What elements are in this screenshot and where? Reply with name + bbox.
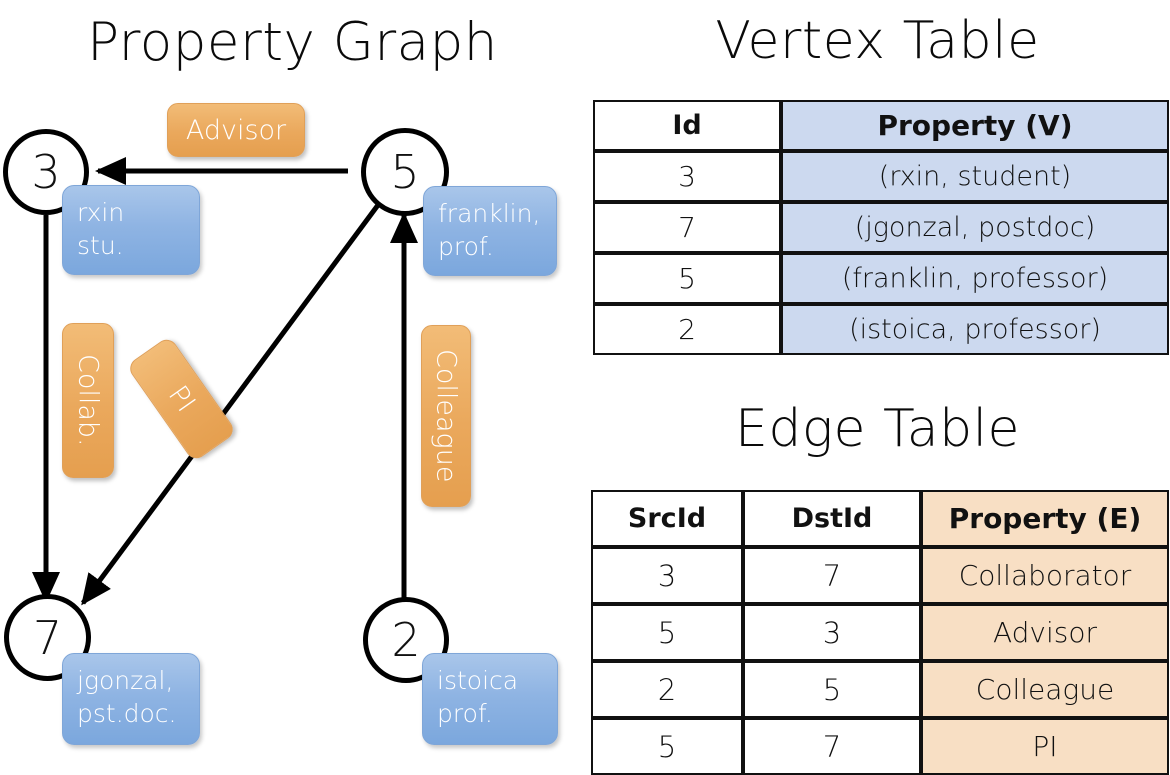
edge-table-header-srcid: SrcId bbox=[591, 490, 743, 547]
edge-label-pi-text: PI bbox=[161, 380, 202, 418]
graph-node-5-label: 5 bbox=[390, 145, 420, 199]
edge-table-header-dstid: DstId bbox=[743, 490, 921, 547]
vertex-table-header-row: Id Property (V) bbox=[593, 100, 1169, 151]
edge-row-3-dst: 7 bbox=[743, 718, 921, 775]
graph-node-2-property-line2: prof. bbox=[437, 699, 493, 728]
edge-label-collab: Collab. bbox=[62, 323, 114, 478]
edge-row-0-dst: 7 bbox=[743, 547, 921, 604]
vertex-row-0-id: 3 bbox=[593, 151, 781, 202]
table-row[interactable]: 7 (jgonzal, postdoc) bbox=[593, 202, 1169, 253]
graph-node-7-property-bubble: jgonzal, pst.doc. bbox=[62, 653, 200, 745]
property-graph-diagram: 3 rxin stu. 5 franklin, prof. 7 jgonzal,… bbox=[0, 75, 585, 760]
vertex-table-header-property: Property (V) bbox=[781, 100, 1169, 151]
graph-node-3-label: 3 bbox=[31, 145, 61, 199]
edge-row-3-property: PI bbox=[921, 718, 1169, 775]
graph-node-3-property-line2: stu. bbox=[77, 231, 124, 260]
edge-row-3-src: 5 bbox=[591, 718, 743, 775]
vertex-table-header-id: Id bbox=[593, 100, 781, 151]
table-row[interactable]: 3 (rxin, student) bbox=[593, 151, 1169, 202]
table-row[interactable]: 2 5 Colleague bbox=[591, 661, 1169, 718]
edge-row-1-property: Advisor bbox=[921, 604, 1169, 661]
page-title-vertex-table: Vertex Table bbox=[715, 11, 1040, 71]
edge-5-to-7-pi bbox=[80, 203, 381, 606]
vertex-row-3-id: 2 bbox=[593, 304, 781, 355]
graph-node-3-property-bubble: rxin stu. bbox=[62, 185, 200, 275]
table-row[interactable]: 5 3 Advisor bbox=[591, 604, 1169, 661]
vertex-row-2-property: (franklin, professor) bbox=[781, 253, 1169, 304]
table-row[interactable]: 5 (franklin, professor) bbox=[593, 253, 1169, 304]
edge-row-2-dst: 5 bbox=[743, 661, 921, 718]
edge-label-collab-text: Collab. bbox=[72, 354, 104, 447]
edge-table-header-row: SrcId DstId Property (E) bbox=[591, 490, 1169, 547]
graph-node-5-property-bubble: franklin, prof. bbox=[423, 186, 557, 276]
table-row[interactable]: 3 7 Collaborator bbox=[591, 547, 1169, 604]
vertex-table: Id Property (V) 3 (rxin, student) 7 (jgo… bbox=[593, 100, 1169, 355]
graph-node-3-property-line1: rxin bbox=[77, 198, 125, 227]
edge-row-0-property: Collaborator bbox=[921, 547, 1169, 604]
page-title-edge-table: Edge Table bbox=[734, 399, 1021, 459]
vertex-row-2-id: 5 bbox=[593, 253, 781, 304]
graph-node-5-property-line2: prof. bbox=[438, 232, 494, 261]
graph-edges-svg bbox=[31, 156, 419, 606]
vertex-row-3-property: (istoica, professor) bbox=[781, 304, 1169, 355]
graph-node-2-label: 2 bbox=[391, 613, 421, 667]
edge-row-2-src: 2 bbox=[591, 661, 743, 718]
graph-node-2-property-bubble: istoica prof. bbox=[422, 653, 558, 745]
edge-row-2-property: Colleague bbox=[921, 661, 1169, 718]
vertex-row-1-property: (jgonzal, postdoc) bbox=[781, 202, 1169, 253]
edge-label-advisor: Advisor bbox=[167, 103, 305, 157]
edge-row-1-src: 5 bbox=[591, 604, 743, 661]
edge-row-1-dst: 3 bbox=[743, 604, 921, 661]
edge-label-advisor-text: Advisor bbox=[185, 114, 287, 146]
edge-table-header-property: Property (E) bbox=[921, 490, 1169, 547]
vertex-row-1-id: 7 bbox=[593, 202, 781, 253]
edge-label-colleague-text: Colleague bbox=[430, 349, 462, 483]
edge-table: SrcId DstId Property (E) 3 7 Collaborato… bbox=[591, 490, 1169, 775]
graph-node-7-property-line1: jgonzal, bbox=[77, 666, 174, 695]
vertex-row-0-property: (rxin, student) bbox=[781, 151, 1169, 202]
graph-node-2-property-line1: istoica bbox=[437, 666, 519, 695]
edge-label-colleague: Colleague bbox=[421, 325, 471, 507]
table-row[interactable]: 2 (istoica, professor) bbox=[593, 304, 1169, 355]
page-title-property-graph: Property Graph bbox=[87, 12, 498, 73]
graph-node-7-label: 7 bbox=[32, 610, 63, 665]
edge-row-0-src: 3 bbox=[591, 547, 743, 604]
graph-node-5[interactable]: 5 bbox=[361, 128, 449, 216]
table-row[interactable]: 5 7 PI bbox=[591, 718, 1169, 775]
graph-node-7-property-line2: pst.doc. bbox=[77, 699, 177, 728]
graph-node-5-property-line1: franklin, bbox=[438, 199, 541, 228]
graph-node-3[interactable]: 3 bbox=[3, 129, 89, 215]
